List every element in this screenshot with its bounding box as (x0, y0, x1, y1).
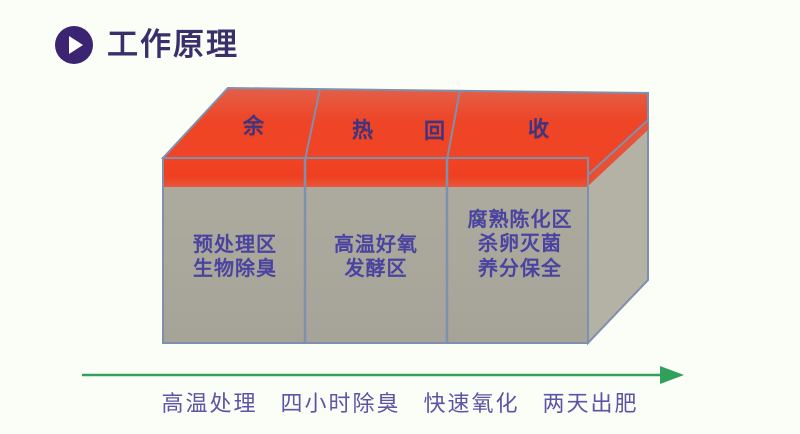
zone-maturation-line-3: 养分保全 (478, 255, 562, 280)
process-summary-item-3: 快速氧化 (423, 392, 520, 417)
top-label-char-2: 热 (352, 118, 374, 142)
top-label-char-1: 余 (243, 114, 265, 138)
zone-fermentation-line-2: 发酵区 (344, 256, 408, 281)
zone-maturation-line-1: 腐熟陈化区 (467, 207, 573, 231)
zone-pretreatment-line-1: 预处理区 (193, 232, 277, 256)
zone-label-maturation: 腐熟陈化区 杀卵灭菌 养分保全 (458, 207, 582, 280)
box-top-face (160, 86, 649, 177)
box-front-heat-band (164, 159, 587, 187)
process-arrow-head-icon (660, 366, 684, 384)
process-summary-item-4: 两天出肥 (542, 392, 639, 417)
zone-maturation-line-2: 杀卵灭菌 (478, 231, 562, 256)
top-divider-2 (446, 89, 461, 161)
play-circle-icon (55, 26, 93, 64)
zone-pretreatment-line-2: 生物除臭 (193, 256, 277, 281)
zone-label-fermentation: 高温好氧 发酵区 (316, 232, 436, 281)
zone-label-pretreatment: 预处理区 生物除臭 (175, 232, 295, 281)
top-divider-1 (304, 88, 321, 161)
play-triangle-icon (69, 36, 83, 54)
process-summary: 高温处理 四小时除臭 快速氧化 两天出肥 (0, 386, 800, 418)
top-label-char-3: 回 (424, 119, 446, 143)
box-front-face (162, 157, 589, 344)
page-title: 工作原理 (55, 26, 239, 64)
process-summary-item-1: 高温处理 (161, 392, 258, 417)
zone-fermentation-line-1: 高温好氧 (334, 232, 418, 256)
box-right-face-heat-band (588, 120, 648, 186)
process-summary-item-2: 四小时除臭 (280, 392, 401, 417)
top-label-char-4: 收 (528, 117, 550, 141)
page-title-label: 工作原理 (107, 26, 239, 63)
